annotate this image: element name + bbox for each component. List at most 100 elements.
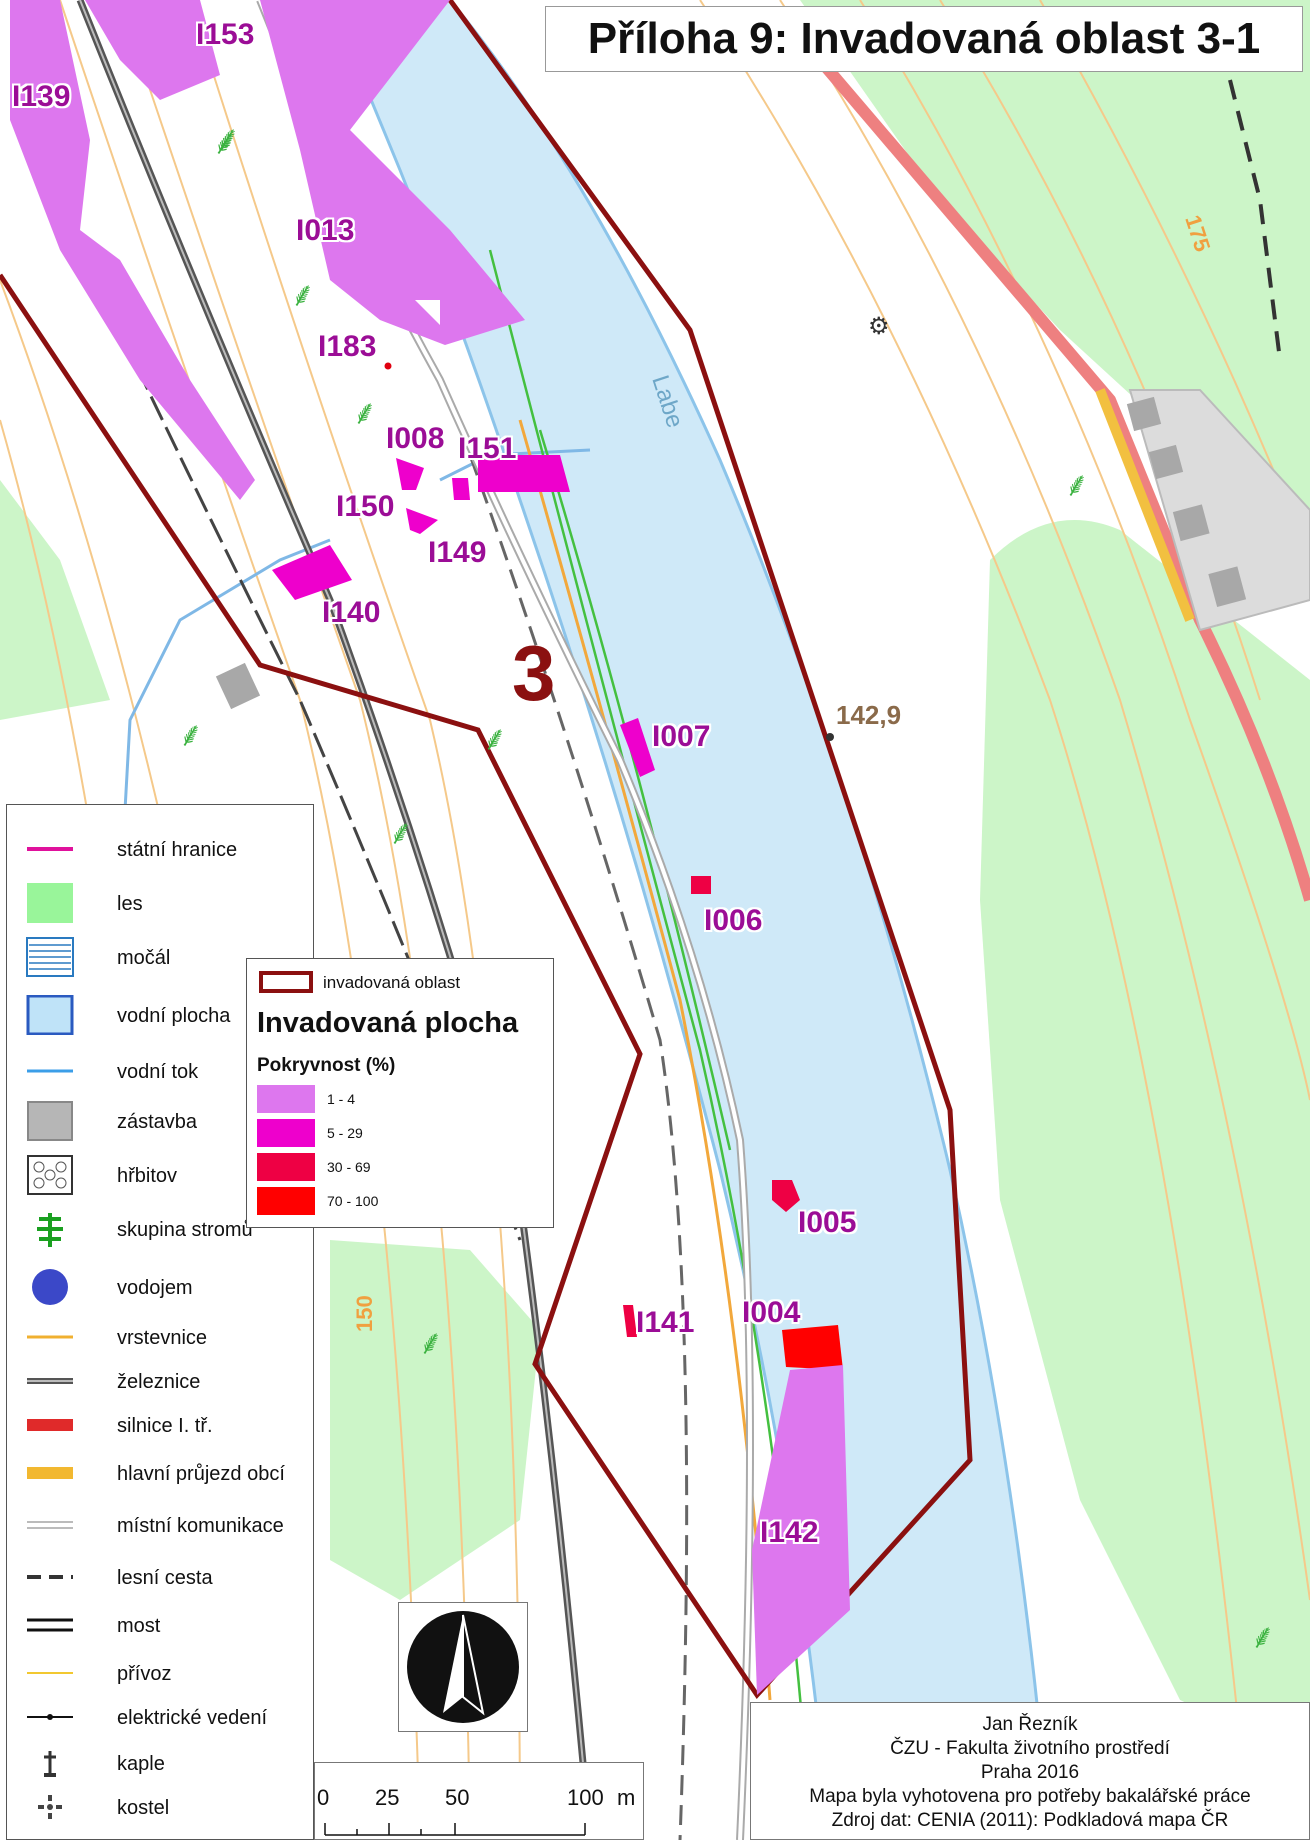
label-i141[interactable]: I141: [636, 1306, 695, 1339]
railway: [76, 0, 594, 1840]
north-arrow: [398, 1602, 528, 1732]
credit-author: Jan Řezník: [982, 1714, 1078, 1735]
tree-group-icon: ⸙: [352, 394, 378, 432]
legend-label: močál: [117, 947, 171, 969]
legend-item: kostel: [7, 1787, 313, 1827]
power-line-icon: [27, 1714, 73, 1720]
cover-class-label: 70 - 100: [327, 1193, 379, 1209]
tree-icon: [37, 1213, 63, 1247]
tree-group-icon: ⸙: [290, 276, 316, 314]
legend-label: vrstevnice: [117, 1327, 208, 1349]
label-i007[interactable]: I007: [652, 720, 711, 753]
legend-item: vodní tok: [7, 1051, 313, 1091]
area-number: 3: [512, 629, 556, 717]
thin-yellow-line-icon: [27, 1672, 73, 1674]
legend-item: silnice I. tř.: [7, 1405, 313, 1445]
label-i004[interactable]: I004: [742, 1296, 801, 1329]
tree-group-icon: ⸙: [212, 124, 238, 162]
invaded-polygon-i013: [260, 0, 525, 345]
label-i149[interactable]: I149: [428, 536, 487, 569]
credit-purpose: Mapa byla vyhotovena pro potřeby bakalář…: [809, 1786, 1251, 1807]
label-i183[interactable]: I183: [318, 330, 377, 363]
label-i005[interactable]: I005: [798, 1206, 857, 1239]
invaded-heading: Invadovaná plocha: [257, 1007, 519, 1039]
legend-item: skupina stromů: [7, 1209, 313, 1249]
legend-label: vodojem: [117, 1277, 193, 1299]
bridge-line-icon: [27, 1618, 73, 1632]
label-i140[interactable]: I140: [322, 596, 381, 629]
legend-item: les: [7, 883, 313, 923]
scale-bar: 0 25 50 100 m: [314, 1762, 644, 1840]
legend-item: hřbitov: [7, 1155, 313, 1195]
legend-item: most: [7, 1605, 313, 1645]
legend-item: vrstevnice: [7, 1317, 313, 1357]
credit-institution: ČZU - Fakulta životního prostředí: [890, 1738, 1170, 1759]
invaded-polygon-i007: [620, 718, 655, 777]
label-i006[interactable]: I006: [704, 904, 763, 937]
invaded-polygon-i139: [10, 0, 255, 500]
cover-class-item: 1 - 4: [257, 1085, 557, 1115]
cover-class-item: 70 - 100: [257, 1187, 557, 1217]
legend-item: močál: [7, 937, 313, 977]
red-road-icon: [27, 1419, 73, 1431]
church-icon: [38, 1795, 62, 1819]
invaded-polygon-i150: [452, 478, 470, 500]
invaded-subheading: Pokryvnost (%): [257, 1055, 396, 1076]
label-i151[interactable]: I151: [458, 432, 517, 465]
legend-label: přívoz: [117, 1663, 172, 1685]
label-i142[interactable]: I142: [760, 1516, 819, 1549]
forest-area: [0, 480, 110, 720]
legend-label: hlavní průjezd obcí: [117, 1463, 285, 1485]
legend-item: zástavba: [7, 1101, 313, 1141]
cover-class-swatch: [257, 1119, 315, 1147]
legend-label: lesní cesta: [117, 1567, 213, 1589]
scale-tick-label: 50: [445, 1785, 470, 1810]
legend-item: státní hranice: [7, 829, 313, 869]
invaded-polygon-i006: [691, 876, 711, 894]
cover-class-label: 1 - 4: [327, 1091, 356, 1107]
forest-track: [1228, 79, 1282, 361]
legend-label: most: [117, 1615, 161, 1637]
scale-tick-label: 100: [567, 1785, 604, 1810]
invaded-boundary-swatch: [259, 971, 313, 993]
legend-item: přívoz: [7, 1653, 313, 1693]
scale-unit-label: m: [617, 1785, 636, 1810]
label-i008[interactable]: I008: [386, 422, 445, 455]
spot-height-point: [826, 733, 834, 741]
tree-icons: ⸙: [215, 120, 241, 158]
buildings: [215, 396, 1247, 710]
tractor-icon: ⚙: [868, 313, 890, 340]
scale-bar-ticks: [324, 1823, 586, 1836]
invaded-polygon-i141: [623, 1305, 637, 1337]
label-i013[interactable]: I013: [296, 214, 355, 247]
scale-tick-label: 0: [317, 1785, 330, 1810]
forest-area: [1190, 1573, 1310, 1700]
legend-label: kaple: [117, 1753, 165, 1775]
label-i153[interactable]: I153: [196, 18, 255, 51]
invaded-polygon-i004: [782, 1325, 843, 1370]
grey-fill-icon: [27, 1101, 73, 1141]
legend-item: vodní plocha: [7, 995, 313, 1035]
legend-label: silnice I. tř.: [117, 1415, 213, 1437]
village-road: [1095, 388, 1195, 622]
credit-block: Jan Řezník ČZU - Fakulta životního prost…: [750, 1702, 1310, 1840]
legend-label: les: [117, 893, 143, 915]
label-i150[interactable]: I150: [336, 490, 395, 523]
legend-label: kostel: [117, 1797, 170, 1819]
label-i139[interactable]: I139: [12, 80, 71, 113]
scale-tick-label: 25: [375, 1785, 400, 1810]
invaded-legend-panel: invadovaná oblast Invadovaná plocha Pokr…: [246, 958, 554, 1228]
tree-group-icon: ⸙: [178, 716, 204, 754]
double-line-icon: [27, 1521, 73, 1529]
railway-line-icon: [27, 1378, 73, 1384]
invaded-polygon-i142: [752, 1365, 850, 1695]
tree-group-icon: ⸙: [1250, 1618, 1276, 1656]
cover-class-item: 5 - 29: [257, 1119, 557, 1149]
cover-class-swatch: [257, 1085, 315, 1113]
water-fill-icon: [26, 995, 74, 1035]
invaded-polygon-i005: [772, 1180, 800, 1212]
legend-item: lesní cesta: [7, 1557, 313, 1597]
cover-class-item: 30 - 69: [257, 1153, 557, 1183]
